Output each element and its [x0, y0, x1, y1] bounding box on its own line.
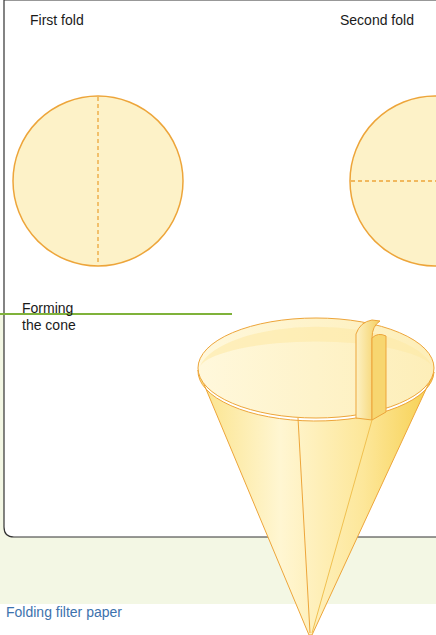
stage-label: Forming the cone [22, 300, 90, 334]
filter-circle [13, 96, 183, 266]
fold-line [97, 97, 98, 265]
stage-label: First fold [30, 12, 140, 29]
fold-line [351, 180, 436, 181]
folded-circle [350, 96, 436, 266]
folded-flap [372, 334, 386, 420]
figure-caption: Folding filter paper [6, 604, 236, 621]
cone-seam [298, 418, 310, 633]
cone-inner-shade [200, 327, 432, 366]
cone-opening [198, 318, 434, 418]
stage-label: Second fold [340, 12, 432, 29]
cone-seam [312, 420, 372, 633]
